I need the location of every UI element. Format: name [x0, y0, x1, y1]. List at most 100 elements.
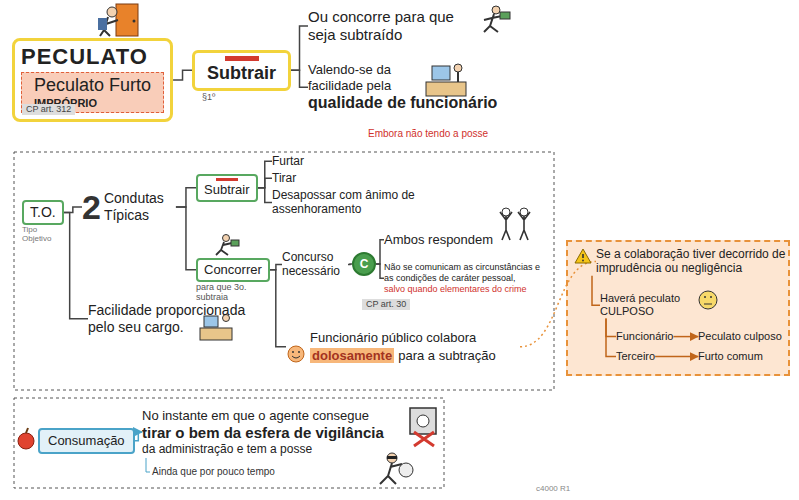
leaf-text: Concurso necessário: [282, 250, 348, 279]
note-label: c4000 R1: [536, 484, 570, 494]
note-label: Embora não tendo a posse: [368, 128, 488, 140]
node-text: 2: [82, 190, 101, 224]
callout-box: Se a colaboração tiver decorrido de impr…: [566, 240, 790, 376]
connector: [258, 161, 272, 188]
leaf-text: Funcionário público colabora dolosamente p…: [286, 330, 520, 364]
node-text: Tipo Objetivo: [22, 225, 68, 244]
node-text: qualidade de funcionário: [308, 93, 508, 112]
connector: [606, 318, 616, 356]
node-text: Ou concorre para que seja subtraído: [308, 8, 483, 44]
leaf-text: Peculato culposo: [698, 330, 782, 343]
node-text: Terceiro: [616, 350, 655, 363]
callout-fill: [566, 240, 790, 376]
node-text: Subtrair: [196, 174, 258, 202]
node-text: Peculato Furto: [34, 75, 151, 97]
branch-box: Subtrair: [192, 50, 291, 91]
leaf-text: Facilidade proporcionada pelo seu cargo.: [88, 302, 263, 336]
node-text: Haverá peculato CULPOSO: [600, 292, 696, 318]
connector: [258, 188, 272, 203]
desk-icon: [200, 315, 232, 341]
note-label: CP art. 312: [22, 104, 75, 115]
node-text: Subtrair: [207, 63, 276, 85]
leaf-text: Furtar: [272, 154, 304, 168]
node-text: No instante em que o agente consegue: [142, 408, 384, 424]
branch-text: Valendo-se da facilidade pelaqualidade d…: [308, 62, 508, 112]
node-text: Concorrer: [196, 258, 270, 282]
connector: [376, 264, 384, 278]
smiley-icon: [699, 291, 717, 309]
safe-icon: [410, 408, 436, 446]
branch-text: Ou concorre para que seja subtraído: [308, 8, 483, 44]
connector: [520, 261, 596, 346]
node-text: Peculato culposo: [698, 330, 782, 343]
node-text: Concurso necessário: [282, 250, 348, 279]
node-text: para que 3o. subtraia: [196, 282, 268, 304]
connector: [176, 207, 196, 270]
people-icon: [500, 208, 530, 240]
leaf-text: No instante em que o agente conseguetira…: [142, 408, 384, 456]
smiley-icon: [286, 344, 306, 364]
topic-box: T.O.Tipo Objetivo: [22, 200, 68, 244]
count-node: 2Condutas Típicas: [82, 190, 176, 224]
node-text: Furtar: [272, 154, 304, 168]
node-text: Consumação: [48, 433, 125, 449]
node-text: T.O.: [22, 200, 64, 225]
node-text: PECULATO: [21, 44, 164, 70]
node-text: Funcionário: [616, 330, 673, 343]
leaf-text: Tirar: [272, 171, 296, 185]
node-text: Tirar: [272, 171, 296, 185]
warning-icon: [574, 248, 592, 264]
connector: [291, 26, 308, 70]
node-text: Valendo-se da facilidade pela: [308, 62, 413, 93]
connector: [673, 336, 698, 338]
leaf-text: Furto comum: [698, 350, 763, 363]
connector: [270, 264, 282, 269]
connector: [258, 178, 272, 188]
connector: [176, 188, 196, 207]
connector: [376, 240, 384, 264]
connector: [655, 356, 698, 358]
section-frame: [14, 152, 554, 390]
branch-box: Concorrerpara que 3o. subtraia: [196, 258, 270, 303]
node-text: Desapossar com ânimo de assenhoramento: [272, 188, 422, 217]
runner-icon: [484, 6, 510, 32]
bandit-icon: [380, 453, 413, 484]
leaf-text: Haverá peculato CULPOSO: [600, 292, 696, 318]
desk-icon: [426, 64, 466, 96]
node-text: tirar o bem da esfera de vigilância: [142, 424, 384, 442]
leaf-text: Ambos respondem: [384, 232, 493, 248]
node-text: Funcionário público colabora: [310, 330, 520, 346]
connector: [64, 207, 82, 212]
section-frame: [14, 398, 444, 488]
apple-icon: [18, 428, 34, 449]
node-text: para a subtração: [398, 348, 496, 363]
node-text: Não se comunicam as circunstâncias e as …: [384, 262, 552, 284]
connector: [64, 212, 88, 318]
process-box: Consumação: [38, 428, 135, 454]
leaf-text: Não se comunicam as circunstâncias e as …: [384, 262, 552, 294]
node-text: dolosamente: [310, 348, 394, 363]
node-text: Ambos respondem: [384, 232, 493, 248]
connector: [173, 70, 192, 80]
runner-icon: [216, 235, 239, 256]
leaf-text: Funcionário: [616, 330, 673, 343]
node-text: salvo quando elementares do crime: [384, 284, 552, 295]
leaf-text: Terceiro: [616, 350, 655, 363]
node-text: da administração e tem a posse: [142, 442, 384, 456]
leader-line: [146, 458, 150, 472]
leaf-text: Desapossar com ânimo de assenhoramento: [272, 188, 422, 217]
symbol-circle: C: [352, 252, 376, 276]
note-label: CP art. 30: [362, 299, 410, 310]
connector: [291, 70, 308, 87]
node-text: C: [360, 257, 369, 271]
note-label: §1º: [202, 92, 215, 103]
connector: [135, 432, 142, 441]
connector: [270, 270, 286, 347]
branch-box: Subtrair: [196, 174, 258, 202]
connector: [592, 276, 600, 305]
node-text: Se a colaboração tiver decorrido de impr…: [596, 247, 788, 276]
node-text: Condutas Típicas: [104, 190, 176, 224]
thief-icon: [98, 4, 138, 36]
connector: [606, 318, 616, 336]
